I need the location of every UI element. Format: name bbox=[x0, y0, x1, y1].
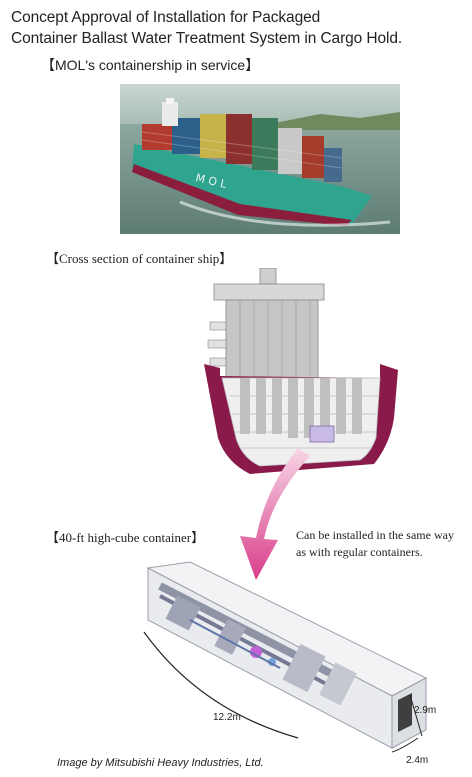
dimension-height: 2.9m bbox=[414, 705, 437, 716]
image-credit: Image by Mitsubishi Heavy Industries, Lt… bbox=[57, 757, 264, 769]
cross-section-diagram bbox=[204, 268, 398, 474]
container-caption: 【40-ft high-cube container】 bbox=[46, 530, 205, 545]
dimension-length: 12.2m bbox=[213, 712, 241, 723]
title-line-2: Container Ballast Water Treatment System… bbox=[11, 30, 403, 47]
photo-caption: 【MOL's containership in service】 bbox=[41, 57, 260, 73]
container-diagram bbox=[143, 561, 428, 753]
install-note-line-1: Can be installed in the same way bbox=[296, 528, 454, 542]
dimension-width: 2.4m bbox=[406, 755, 429, 766]
cross-section-caption: 【Cross section of container ship】 bbox=[46, 251, 233, 266]
install-note-line-2: as with regular containers. bbox=[296, 545, 423, 559]
containership-photo: M O L bbox=[120, 84, 400, 234]
install-arrow bbox=[240, 448, 310, 580]
title-line-1: Concept Approval of Installation for Pac… bbox=[11, 9, 321, 26]
